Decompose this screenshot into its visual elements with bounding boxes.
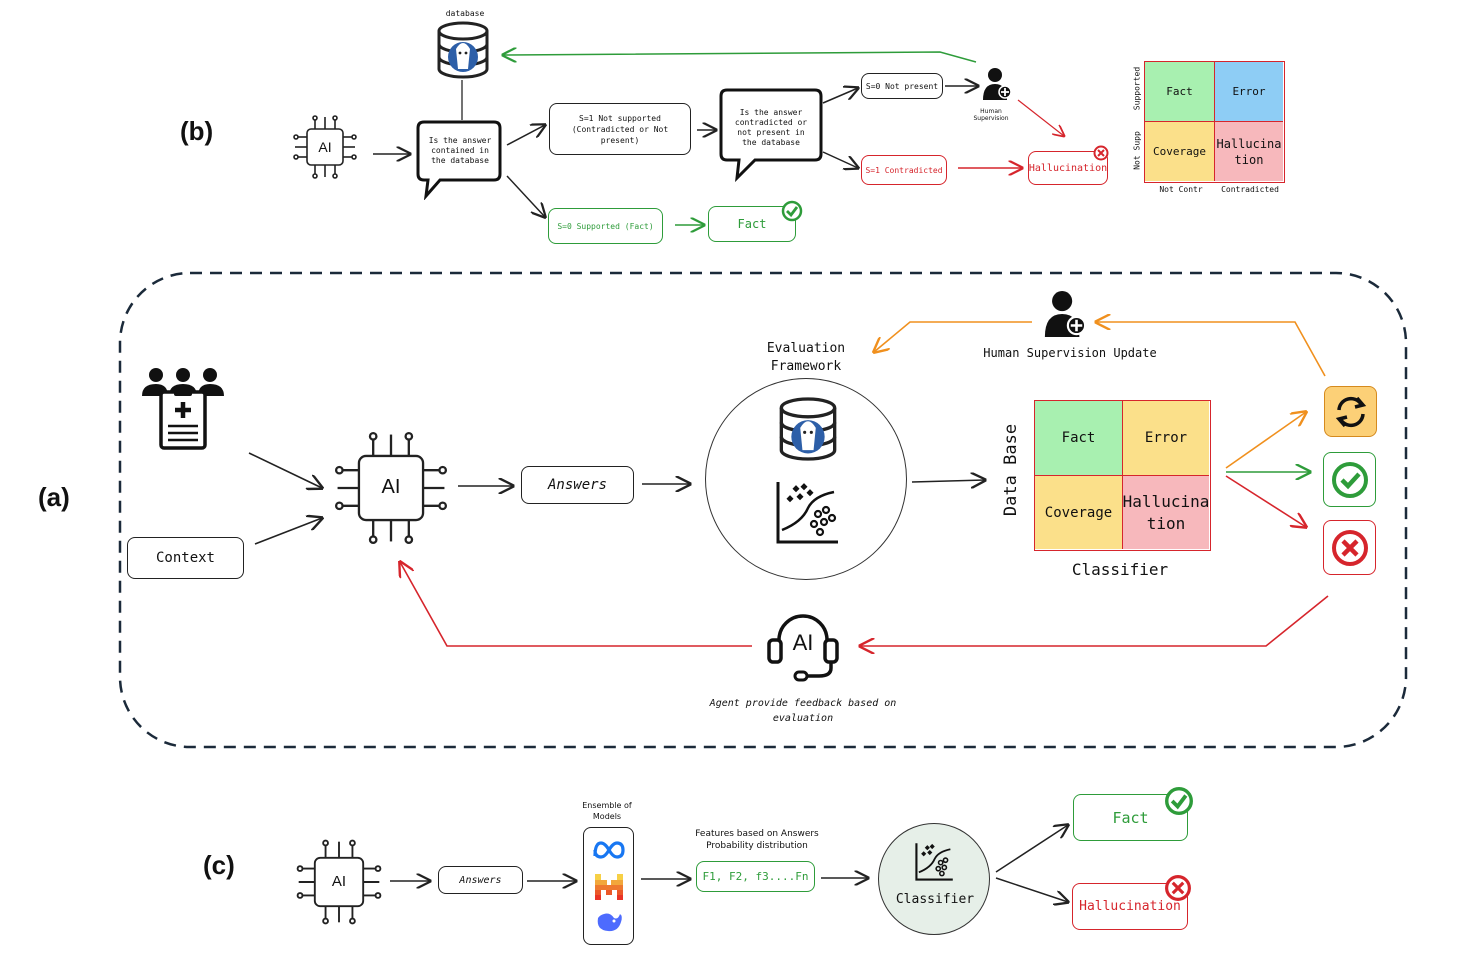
a-classifier-label: Classifier [1071,560,1169,579]
b-matrix-row-supported: Supported [1132,66,1142,111]
c-ai-chip-label: AI [331,873,347,890]
a-database-axis: Data Base [1001,423,1021,517]
a-matrix-error: Error [1123,401,1209,476]
panel-c-label: (c) [203,850,235,880]
a-database-icon [779,397,837,461]
b-human-supervision-icon [983,68,1012,100]
b-hallucination-x-icon [1093,145,1109,161]
c-fact-box: Fact [1073,794,1188,841]
a-context: Context [155,550,215,566]
b-ai-chip-label: AI [318,139,332,155]
c-features: F1, F2, f3....Fn [702,870,809,883]
b-question-1: Is the answer contained in the database [428,136,492,165]
b-fact: Fact [737,217,767,231]
deepseek-logo-icon [597,913,622,932]
b-matrix-col-contradicted: Contradicted [1221,185,1279,194]
a-agent-feedback: Agent provide feedback based on evaluati… [709,698,897,724]
b-s0-not-present: S=0 Not present [865,81,939,91]
c-hallucination: Hallucination [1079,899,1181,914]
b-matrix-error: Error [1215,62,1283,122]
a-matrix: Fact Error Coverage Hallucina tion [1034,400,1211,551]
b-s1-not-supported: S=1 Not supported (Contradicted or Not p… [571,113,669,145]
b-s0-supported-box: S=0 Supported (Fact) [548,208,663,244]
a-human-supervision-update: Human Supervision Update [983,346,1157,360]
b-matrix-col-not-contr: Not Contr [1159,185,1203,194]
b-question-2: Is the answer contradicted or not presen… [734,108,808,147]
c-ensemble-label: Ensemble of Models [582,801,632,821]
b-s1-contradicted-box: S=1 Contradicted [861,155,947,185]
a-ai-chip-icon [334,431,448,545]
a-refresh-icon [1324,386,1377,437]
b-matrix-coverage: Coverage [1145,122,1215,181]
a-agent-headset-icon [767,614,839,682]
c-answers-box: Answers [438,866,523,894]
b-s1-contradicted: S=1 Contradicted [865,165,943,175]
a-agent-ai-label: AI [792,630,814,655]
b-question-bubble-1 [416,120,502,200]
c-fact-check-icon [1165,787,1193,815]
c-scatter-chart-icon [915,843,953,881]
a-context-box: Context [127,537,244,579]
c-hallucination-x-icon [1165,875,1191,901]
a-eval-framework-circle [705,378,907,580]
b-fact-check-icon [781,200,803,222]
b-fact-box: Fact [708,206,796,242]
meta-logo-icon [593,841,625,859]
b-matrix: Fact Error Coverage Hallucina tion [1144,61,1285,183]
b-human-supervision: Human Supervision [973,108,1009,122]
a-matrix-fact: Fact [1035,401,1123,476]
b-database-icon [437,21,489,79]
a-human-supervision-icon [1044,291,1087,337]
mistral-logo-icon [595,874,623,900]
b-database-label: database [445,9,485,18]
a-answers: Answers [547,477,607,493]
c-features-caption: Features based on Answers Probability di… [695,829,819,851]
c-classifier-label: Classifier [895,892,975,907]
b-matrix-hallucination: Hallucina tion [1215,122,1283,181]
b-s0-not-present-box: S=0 Not present [861,73,943,99]
a-x-icon [1323,520,1376,575]
a-ai-chip-label: AI [381,476,401,498]
a-matrix-coverage: Coverage [1035,476,1123,549]
panel-b-label: (b) [180,116,214,146]
panel-a-label: (a) [38,482,70,512]
a-scatter-chart-icon [776,482,838,544]
c-answers: Answers [459,874,502,886]
b-s0-supported: S=0 Supported (Fact) [557,221,654,231]
a-matrix-hallucination: Hallucina tion [1123,476,1209,549]
c-features-box: F1, F2, f3....Fn [696,861,815,892]
b-matrix-row-not-supp: Not Supp [1132,131,1142,170]
b-question-bubble-2 [719,88,823,182]
b-hallucination: Hallucination [1028,162,1108,174]
b-s1-not-supported-box: S=1 Not supported (Contradicted or Not p… [549,103,691,155]
c-fact: Fact [1112,808,1149,827]
b-ai-chip-icon [293,115,357,179]
a-check-icon [1323,452,1376,507]
c-ensemble-box [583,827,634,945]
a-answers-box: Answers [521,466,634,504]
b-matrix-fact: Fact [1145,62,1215,122]
a-eval-framework: Evaluation Framework [766,341,846,374]
b-hallucination-box: Hallucination [1028,151,1108,185]
a-medical-team-icon [142,368,224,450]
c-ai-chip-icon [296,839,382,925]
